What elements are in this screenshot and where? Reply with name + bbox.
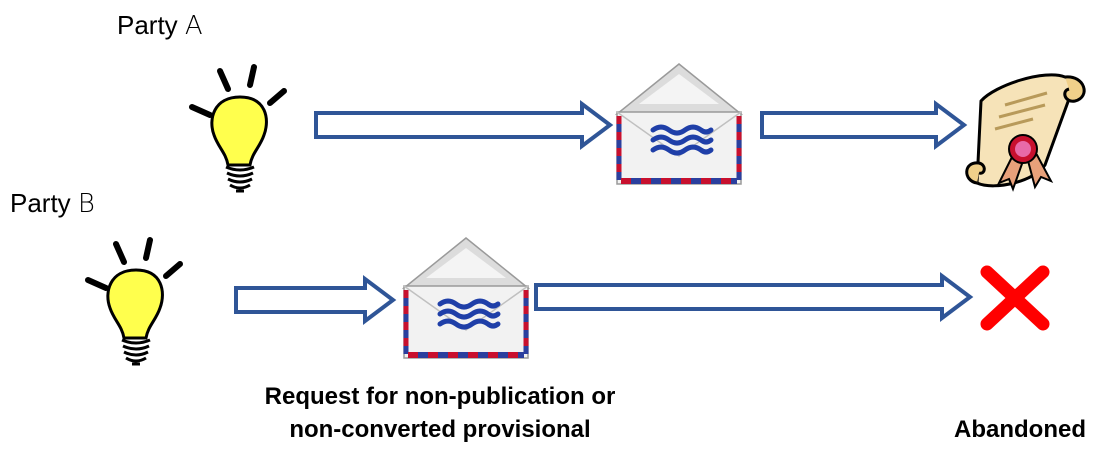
party-b-label: Party B xyxy=(10,188,95,219)
party-a-letter: A xyxy=(184,11,203,41)
light-bulb-icon xyxy=(88,240,180,364)
certificate-scroll-icon xyxy=(965,73,1086,192)
request-caption-line2: non-converted provisional xyxy=(289,416,591,443)
party-b-word: Party xyxy=(10,188,71,218)
request-caption-line1: Request for non-publication or xyxy=(264,383,616,410)
arrow-a2 xyxy=(760,100,968,150)
envelope-icon xyxy=(617,64,741,184)
party-a-label: Party A xyxy=(117,10,203,41)
red-x-icon xyxy=(980,265,1050,331)
party-a-word: Party xyxy=(117,10,178,40)
arrow-b1 xyxy=(234,275,397,325)
party-b-letter: B xyxy=(77,189,95,219)
abandoned-caption: Abandoned xyxy=(954,416,1086,443)
light-bulb-icon xyxy=(192,67,284,191)
envelope-icon xyxy=(404,238,528,358)
request-caption: Request for non-publication or non-conve… xyxy=(210,380,670,446)
arrow-a1 xyxy=(314,100,614,150)
arrow-b2 xyxy=(534,272,974,322)
